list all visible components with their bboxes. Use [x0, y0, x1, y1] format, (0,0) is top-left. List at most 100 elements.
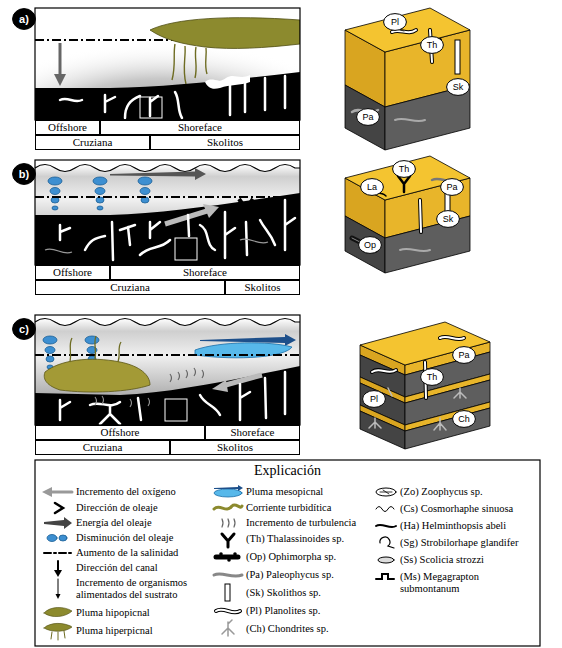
panel-b-scene	[35, 193, 300, 265]
panel-a-scene	[105, 95, 115, 112]
legend-symbol	[376, 525, 396, 527]
panel-frame	[35, 8, 300, 120]
panel-letter: b)	[12, 163, 36, 185]
zone-name: Shoreface	[183, 267, 227, 278]
legend-label: Incremento de organismos alimentados del…	[76, 577, 206, 601]
legend-symbol	[219, 552, 223, 556]
zone-name: Cruziana	[73, 137, 113, 148]
callout-ellipse	[441, 179, 464, 196]
panel-b-scene	[35, 160, 300, 265]
panel-c-scene	[85, 336, 99, 344]
panel-a-scene	[172, 44, 207, 84]
legend-label: (Zo) Zoophycus sp.	[400, 486, 538, 498]
panel-b-scene	[35, 165, 300, 266]
legend-label: (Ch) Chondrites sp.	[246, 623, 394, 635]
panel-letter-text: a)	[19, 14, 29, 25]
panel-b-scene	[85, 236, 105, 250]
zone-cell: Skolitos	[150, 135, 300, 150]
trace-fossil	[352, 238, 376, 250]
panel-c-scene	[212, 380, 228, 392]
panel-b-scene	[45, 239, 268, 253]
legend-label: (Pa) Paleophycus sp.	[246, 569, 394, 581]
ichnofossil-callout: Sk	[436, 210, 460, 228]
zone-name: Shoreface	[178, 122, 222, 133]
legend-label: (Sk) Skolithos sp.	[246, 587, 394, 599]
legend-label: Dirección del canal	[76, 562, 206, 574]
panel-b-scene	[120, 225, 135, 245]
panel-c-scene	[265, 378, 266, 418]
legend-symbol	[44, 607, 72, 616]
zone-name: Skolitos	[217, 442, 253, 453]
panel-b-scene	[50, 188, 60, 195]
ichnofossil-callout: Pl	[383, 13, 407, 31]
trace-fossil	[398, 176, 410, 192]
ichnofossil-callout: Th	[420, 368, 444, 386]
legend-frame	[35, 460, 540, 646]
panel-b-scene	[285, 200, 295, 250]
legend-label: Incremento del oxígeno	[76, 486, 206, 498]
panel-b-scene	[35, 160, 300, 265]
legend-label: (Sg) Strobilorhape glandifer	[400, 537, 538, 549]
panel-b-scene	[165, 211, 207, 224]
zone-name: Offshore	[53, 267, 92, 278]
callout-ellipse	[453, 411, 476, 428]
legend-symbol	[376, 488, 396, 496]
panel-letter: c)	[12, 318, 36, 340]
trace-fossil	[395, 119, 425, 121]
legend-symbol	[378, 557, 394, 563]
callout-ellipse	[421, 369, 444, 386]
callout-code: Pa	[362, 113, 373, 122]
panel-c-scene	[44, 359, 150, 392]
panel-c-scene	[35, 354, 300, 356]
zone-name: Cruziana	[83, 442, 123, 453]
callout-code: Pl	[370, 395, 378, 404]
legend-symbol	[222, 620, 234, 636]
panel-b-scene	[95, 188, 105, 195]
panel-b-scene	[150, 222, 160, 238]
panel-c-scene	[60, 400, 70, 420]
panel-b-scene	[225, 212, 235, 258]
callout-code: Th	[427, 41, 438, 50]
legend-symbol	[50, 491, 72, 494]
panel-letter-circle	[13, 9, 36, 30]
panel-c-scene	[35, 315, 300, 425]
legend-label: Dirección de oleaje	[76, 502, 206, 514]
legend-symbol	[380, 537, 394, 548]
ichnofossil-callout: Ch	[452, 410, 476, 428]
trace-fossil	[440, 337, 464, 339]
callout-ellipse	[359, 237, 382, 254]
panel-b-scene	[97, 206, 103, 210]
panel-c-scene	[170, 368, 204, 382]
panel-c-scene	[35, 319, 300, 426]
panel-c-scene	[95, 396, 150, 407]
panel-c-scene	[43, 336, 57, 344]
callout-code: Pa	[446, 183, 457, 192]
legend-label: Pluma hiperpicnal	[76, 625, 206, 637]
panel-c-scene	[95, 396, 150, 407]
ichnofossil-callout: Pa	[440, 178, 464, 196]
legend-symbol	[55, 503, 63, 513]
callout-ellipse	[357, 109, 380, 126]
trace-fossil	[454, 388, 466, 398]
panel-b-scene	[246, 222, 247, 255]
panel-c-scene	[240, 384, 250, 420]
panel-letter-text: c)	[19, 324, 29, 335]
legend-label: (Ms) Megagrapton submontanum	[400, 571, 538, 595]
legend-label: (Th) Thalassinoides sp.	[246, 533, 394, 545]
legend-symbol	[57, 561, 59, 571]
trace-fossil	[440, 337, 464, 339]
block-diagram	[360, 411, 405, 449]
legend-symbol	[216, 610, 240, 613]
trace-fossil	[352, 238, 376, 250]
panel-a-scene	[140, 97, 162, 118]
block-diagram	[360, 322, 490, 449]
zone-cell: Shoreface	[100, 120, 300, 135]
panel-letter-circle	[13, 319, 36, 340]
block-diagram	[345, 8, 470, 150]
zone-cell: Offshore	[35, 425, 205, 440]
zone-cell: Offshore	[35, 265, 110, 280]
zone-name: Offshore	[48, 122, 87, 133]
panel-c-scene	[170, 368, 204, 382]
legend-symbol	[233, 552, 237, 556]
zone-name: Skolitos	[244, 282, 280, 293]
